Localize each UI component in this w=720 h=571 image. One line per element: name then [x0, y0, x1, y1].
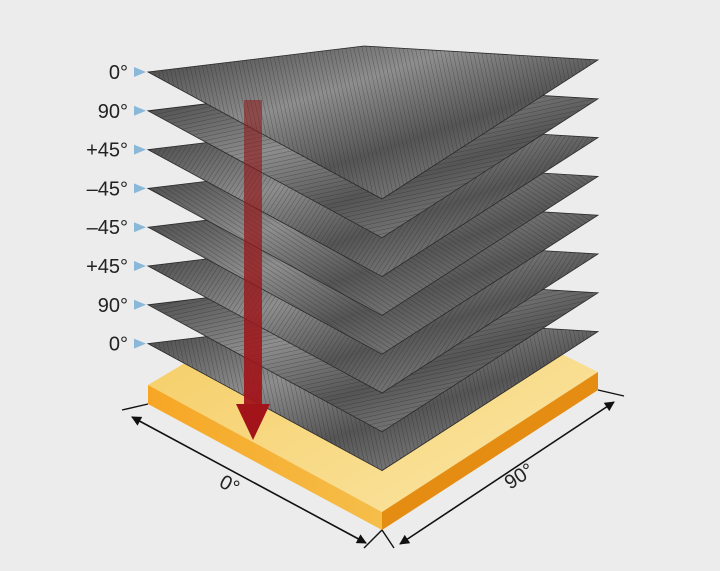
ply-angle-label: +45°: [86, 140, 128, 162]
ply-angle-label: –45°: [87, 217, 128, 239]
dimension-front-ext-left: [121, 403, 149, 411]
ply-angle-label: +45°: [86, 256, 128, 278]
ply-marker-icon: [134, 144, 146, 155]
ply-angle-label: –45°: [87, 178, 128, 200]
ply-fiber-hatch: [148, 46, 598, 199]
dimension-front-line: [131, 416, 367, 544]
ply-layer: [146, 45, 600, 200]
ply-marker-icon: [134, 222, 146, 233]
ply-angle-label: 90°: [98, 295, 128, 317]
ply-marker-icon: [134, 299, 146, 310]
load-arrow-shaft: [244, 100, 262, 408]
ply-marker-icon: [134, 67, 146, 77]
ply-angle-label: 90°: [98, 101, 128, 123]
ply-marker-icon: [134, 105, 146, 116]
dimension-front-ext-right: [363, 529, 383, 549]
dimension-side-ext-left: [381, 529, 395, 549]
ply-marker-icon: [134, 338, 146, 349]
dimension-side-ext-right: [597, 389, 625, 397]
ply-angle-label: 0°: [109, 334, 128, 356]
ply-angle-label: 0°: [109, 62, 128, 84]
ply-marker-icon: [134, 183, 146, 194]
ply-labels: 0° 90° +45° –45° –45° +45° 90° 0°: [86, 62, 146, 356]
dimension-side-line: [399, 401, 615, 545]
ply-marker-icon: [134, 261, 146, 271]
dimension-side-label: 90°: [501, 459, 538, 494]
